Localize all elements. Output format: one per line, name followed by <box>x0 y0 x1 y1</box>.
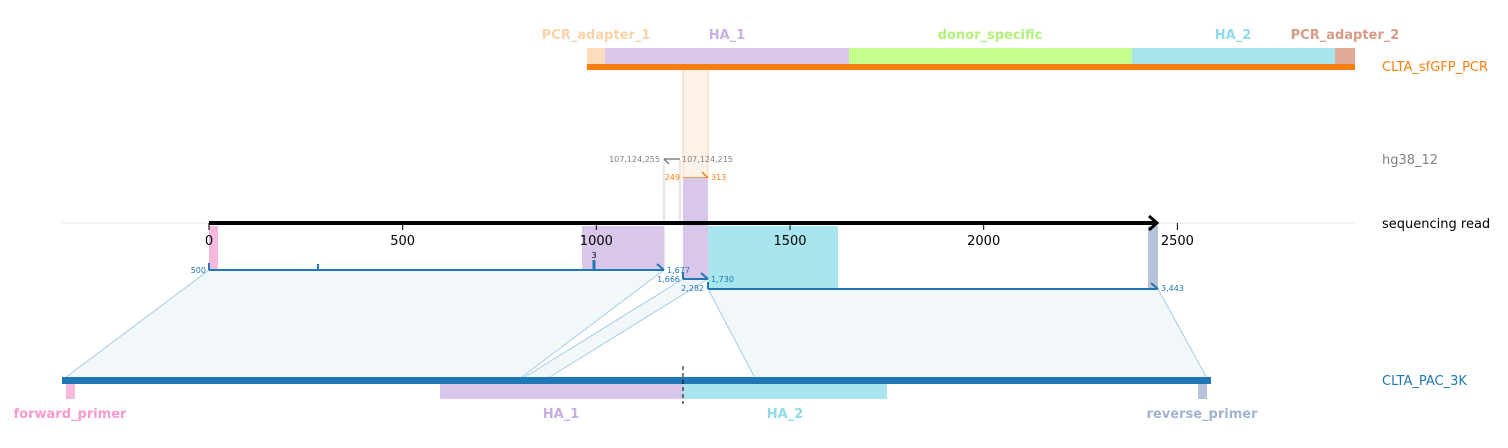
pcr-to-read-band <box>682 68 709 180</box>
read-axis-arrowhead <box>1148 214 1160 232</box>
track-label-pcr: CLTA_sfGFP_PCR <box>1382 60 1488 75</box>
ref-coord-left: 107,124,255 <box>609 155 660 164</box>
read-axis-tick-label: 2500 <box>1161 234 1194 249</box>
read-insertion-label: 3 <box>591 251 596 260</box>
pac-feature-block-ha-1 <box>440 382 683 399</box>
read-axis-tick-label: 0 <box>205 234 213 249</box>
alignment-edge <box>61 269 210 381</box>
pac-feature-block-ha-2 <box>683 382 887 399</box>
read-feature-block-reverse-primer <box>1148 226 1158 289</box>
ref-alignment-arrow <box>663 158 680 165</box>
pac-track-line <box>62 377 1211 384</box>
alignment-edge <box>519 278 684 381</box>
seg3-start-coord: 2,282 <box>681 284 704 293</box>
pcr-track-line <box>587 64 1355 70</box>
pcr-feature-block-donor-specific <box>849 48 1132 66</box>
read-segment-1: 3 500 1,677 <box>191 251 690 275</box>
seg2-end-coord: 1,730 <box>711 275 734 284</box>
seg1-end-coord: 1,677 <box>667 266 690 275</box>
seg1-start-coord: 500 <box>191 266 206 275</box>
track-label-pac: CLTA_PAC_3K <box>1382 374 1467 389</box>
pcr-coord-left: 249 <box>665 173 680 182</box>
seg3-end-coord: 3,443 <box>1161 284 1184 293</box>
read-axis-tick-label: 1500 <box>773 234 806 249</box>
track-label-ref: hg38_12 <box>1382 153 1438 168</box>
pcr-feature-label-ha-2: HA_2 <box>1215 28 1252 43</box>
read-segment-2: 1,666 1,730 <box>657 272 734 284</box>
pcr-feature-block-pcr-adapter-2 <box>1335 48 1355 66</box>
pcr-feature-label-pcr-adapter-1: PCR_adapter_1 <box>542 28 651 43</box>
pcr-feature-label-pcr-adapter-2: PCR_adapter_2 <box>1291 28 1400 43</box>
track-label-read: sequencing read <box>1382 217 1490 232</box>
read-segment-3-arrowhead <box>1150 282 1159 290</box>
pcr-feature-block-pcr-adapter-1 <box>587 48 605 66</box>
pac-feature-label-forward-primer: forward_primer <box>14 407 128 422</box>
read-segment-3: 2,282 3,443 <box>681 282 1184 293</box>
pac-feature-label-reverse-primer: reverse_primer <box>1147 407 1259 422</box>
pac-feature-blocks <box>66 382 1207 399</box>
alignment-band-left <box>62 270 664 380</box>
pac-feature-label-ha-1: HA_1 <box>543 407 580 422</box>
read-feature-block-ha-1 <box>582 226 664 270</box>
read-axis-tick-label: 2000 <box>967 234 1000 249</box>
pac-feature-block-forward-primer <box>66 382 75 399</box>
pcr-feature-label-donor-specific: donor_specific <box>938 28 1043 43</box>
read-feature-block-forward-primer <box>209 226 218 270</box>
read-segment-1-arrowhead <box>656 263 665 271</box>
pcr-coord-right: 313 <box>711 173 726 182</box>
alignment-edge <box>707 288 757 381</box>
read-segment-2-arrowhead <box>700 272 709 280</box>
alignment-edge <box>517 269 665 381</box>
alignment-band-right <box>708 289 1208 380</box>
read-axis-ticks: 0 500 1000 1500 2000 2500 <box>205 223 1194 249</box>
pcr-feature-label-ha-1: HA_1 <box>709 28 746 43</box>
read-feature-block-ha-1-insert <box>683 178 708 279</box>
read-feature-block-ha-2 <box>708 226 838 289</box>
alignment-edge <box>1157 288 1209 381</box>
alignment-edge <box>544 278 709 381</box>
read-feature-blocks <box>209 178 1158 289</box>
pcr-feature-block-ha-1 <box>605 48 849 66</box>
alignment-band-middle <box>520 279 708 380</box>
pac-feature-block-reverse-primer <box>1198 382 1207 399</box>
seg2-start-coord: 1,666 <box>657 275 680 284</box>
pac-feature-label-ha-2: HA_2 <box>767 407 804 422</box>
read-axis-tick-label: 500 <box>390 234 415 249</box>
read-axis-tick-label: 1000 <box>580 234 613 249</box>
pcr-feature-blocks <box>587 48 1355 66</box>
ref-coord-right: 107,124,215 <box>682 155 733 164</box>
pcr-feature-block-ha-2 <box>1132 48 1335 66</box>
